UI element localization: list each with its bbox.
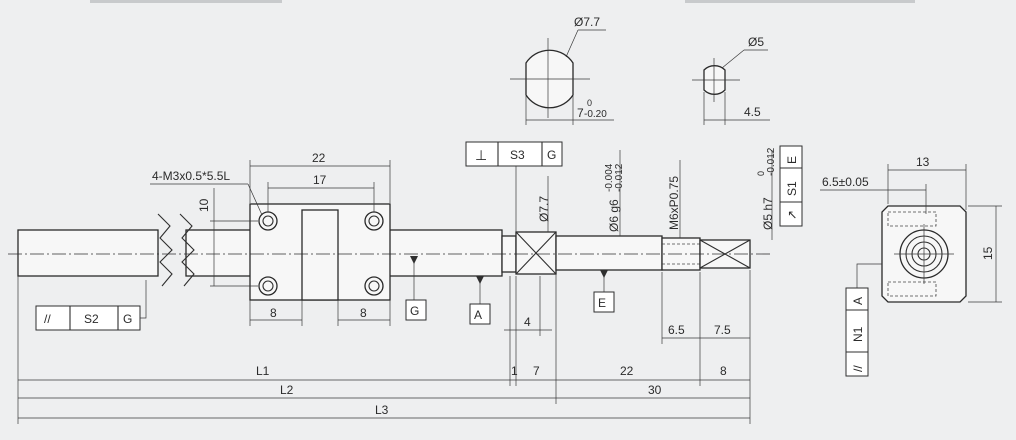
mount-hole-br <box>364 276 384 296</box>
datum-g: G <box>405 256 427 321</box>
mount-hole-br-inner <box>368 280 380 292</box>
datum-g-triangle <box>410 256 418 264</box>
dim-7-5: 7.5 <box>714 323 731 337</box>
shaft-diameter-callouts: Ø7.7 Ø6 g6 -0.004 -0.012 M6xP0.75 Ø5 h7 … <box>537 147 777 240</box>
frame-s2-ref: G <box>123 312 132 326</box>
callout-phi6-tol-lower: -0.012 <box>614 163 625 192</box>
section-large-width: 7 <box>577 106 584 120</box>
frame-s2-symbol: // <box>44 312 51 326</box>
feature-control-s1: E S1 ↗ <box>779 145 803 227</box>
frame-s2 <box>35 305 141 331</box>
dim-7: 7 <box>533 364 540 378</box>
mount-hole-tl-inner <box>262 215 274 227</box>
frame-s1-ref: E <box>785 156 799 164</box>
callout-phi6: Ø6 g6 <box>607 199 621 232</box>
dim-22-top: 22 <box>312 151 326 165</box>
frame-s1-symbol: ↗ <box>785 210 799 220</box>
frame-s3-label: S3 <box>510 148 525 162</box>
mount-hole-bl <box>258 276 278 296</box>
section-large-diameter: Ø7.7 <box>574 15 600 29</box>
side-view-thread-top <box>887 211 937 227</box>
dim-L2: L2 <box>280 383 294 397</box>
side-view-thread-bottom <box>887 281 937 297</box>
frame-s3-symbol: ⊥ <box>475 147 487 163</box>
dim-8-left: 8 <box>270 306 277 320</box>
frame-n1-ref: A <box>851 297 865 305</box>
frame-s2-label: S2 <box>84 312 99 326</box>
section-small-leader <box>721 49 745 69</box>
seat-cross-2 <box>515 231 557 275</box>
datum-e: E <box>593 270 615 313</box>
feature-control-s3: ⊥ S3 G <box>465 141 563 232</box>
header-bar-left <box>90 0 282 3</box>
callout-phi5-tol-lower: -0.012 <box>766 147 777 176</box>
mount-hole-tr-inner <box>368 215 380 227</box>
dim-4: 4 <box>524 315 531 329</box>
section-large-tol-lower: -0.20 <box>584 109 607 120</box>
dim-8-right: 8 <box>360 306 367 320</box>
datum-e-box <box>593 291 615 313</box>
side-dim-6-5: 6.5±0.05 <box>822 175 869 189</box>
mount-hole-tr <box>364 211 384 231</box>
callout-phi5-tol-upper: 0 <box>756 171 766 176</box>
dim-22-bottom: 22 <box>620 364 634 378</box>
dim-10: 10 <box>197 198 211 212</box>
datum-a: A <box>469 276 491 325</box>
thread-leader <box>247 183 263 216</box>
dim-6-5: 6.5 <box>668 323 685 337</box>
side-dim-15: 15 <box>981 246 995 260</box>
datum-g-label: G <box>410 304 419 318</box>
break-line-right <box>179 213 195 287</box>
dim-L3: L3 <box>375 403 389 417</box>
frame-s1 <box>779 145 803 227</box>
side-dim-13: 13 <box>916 155 930 169</box>
datum-e-label: E <box>598 296 606 310</box>
section-small-diameter: Ø5 <box>748 35 764 49</box>
frame-s1-label: S1 <box>785 181 799 196</box>
end-dimensions: 4 6.5 7.5 <box>504 270 751 344</box>
frame-s3 <box>465 141 563 167</box>
section-large-leader <box>565 29 579 58</box>
frame-n1-label: N1 <box>851 326 865 342</box>
length-dimensions: L1 1 7 22 8 L2 30 L3 <box>17 274 751 424</box>
side-view: 13 6.5±0.05 15 A N1 // <box>820 155 1002 377</box>
section-view-small: Ø5 4.5 <box>692 35 770 125</box>
dim-1: 1 <box>511 364 518 378</box>
callout-phi77: Ø7.7 <box>537 196 551 222</box>
frame-s2-leader <box>140 280 147 319</box>
mount-hole-bl-inner <box>262 280 274 292</box>
dim-17: 17 <box>313 173 327 187</box>
section-large-tol-upper: 0 <box>587 98 592 108</box>
datum-a-box <box>469 303 491 325</box>
dim-30: 30 <box>648 383 662 397</box>
section-view-large: Ø7.7 7 0 -0.20 <box>510 15 614 125</box>
dim-8-bottom: 8 <box>720 364 727 378</box>
callout-phi6-tol-upper: -0.004 <box>604 163 615 192</box>
datum-g-box <box>405 299 427 321</box>
datum-a-triangle <box>476 276 484 284</box>
shaft-g6-segment <box>555 235 663 271</box>
frame-s3-ref: G <box>547 148 556 162</box>
callout-m6: M6xP0.75 <box>667 176 681 230</box>
datum-a-label: A <box>474 308 482 322</box>
nut-body <box>301 209 339 301</box>
datum-e-triangle <box>600 270 608 278</box>
feature-control-s2: // S2 G <box>35 280 147 331</box>
break-line-left <box>157 213 173 287</box>
frame-n1-symbol: // <box>851 365 865 372</box>
callout-phi5: Ø5 h7 <box>761 197 775 230</box>
section-small-width: 4.5 <box>744 105 761 119</box>
shaft-assembly <box>8 203 770 301</box>
dim-L1: L1 <box>256 364 270 378</box>
shaft-left-segment <box>17 229 159 277</box>
header-bar-right <box>685 0 915 3</box>
thread-note: 4-M3x0.5*5.5L <box>152 169 230 183</box>
nut-dimensions: 22 17 10 4-M3x0.5*5.5L 8 8 <box>150 151 391 326</box>
frame-n1-leader <box>856 263 882 288</box>
